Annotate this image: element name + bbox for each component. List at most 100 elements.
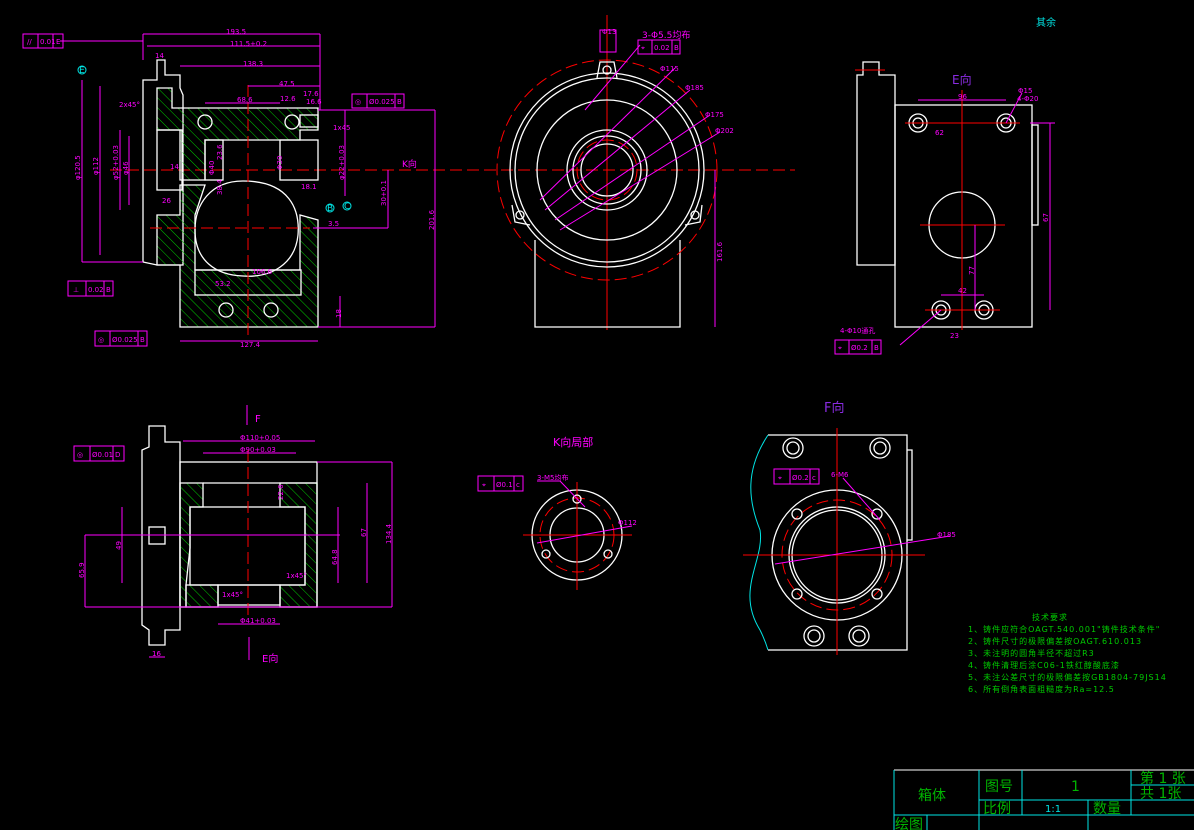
dim-label: 23.6 — [216, 144, 224, 160]
break-line — [749, 434, 769, 651]
dimension-labels: 193.5 111.5+0.2 138.3 47.5 68.6 12.6 17.… — [74, 28, 436, 349]
svg-text:⌖: ⌖ — [482, 481, 486, 489]
svg-text:◎: ◎ — [77, 451, 83, 459]
view-title: E向 — [952, 72, 972, 87]
hole — [197, 114, 213, 130]
dim-label: 62 — [935, 129, 944, 137]
holes-note: 3-Φ5.5均布 — [642, 29, 690, 41]
dim-label: 65.9 — [78, 562, 86, 578]
dim-label: φ22+0.03 — [338, 145, 346, 180]
svg-text:Ø0.2: Ø0.2 — [851, 344, 868, 352]
drawing-no: 1 — [1071, 779, 1080, 795]
dim-label: Φ175 — [705, 111, 724, 119]
dim-label: 193.5 — [226, 28, 246, 36]
scale-value: 1:1 — [1045, 804, 1061, 815]
dim-label: Φ40 — [208, 161, 216, 175]
hole — [263, 302, 279, 318]
lug — [596, 61, 618, 79]
dim-label: 3.5 — [328, 220, 339, 228]
scale-label: 比例 — [983, 801, 1011, 817]
dim-label: 38.4 — [216, 179, 224, 195]
dim-label: φ46 — [122, 161, 130, 175]
dim-label: 111.5+0.2 — [230, 40, 267, 48]
dim-label: 1x45° — [286, 572, 307, 580]
dim-label: Φ110+0.05 — [240, 434, 280, 442]
dim-label: 1x45 — [333, 124, 351, 132]
tech-item: 3、未注明的圆角半径不超过R3 — [968, 648, 1095, 658]
dim-label: 64.8 — [331, 549, 339, 565]
dim-label: 161.6 — [716, 241, 724, 262]
dim-label: Φ15 — [1018, 87, 1032, 95]
dim-label: 4-Φ20 — [1017, 95, 1038, 103]
left-flange — [142, 59, 184, 266]
view-title: K向局部 — [553, 435, 593, 449]
k-view-arrow-label: K向 — [402, 158, 417, 170]
dimension-lines — [60, 33, 436, 342]
base — [534, 240, 681, 328]
tech-item: 5、未注公差尺寸的极限偏差按GB1804-79JS14 — [968, 672, 1167, 682]
svg-text:E: E — [56, 38, 60, 46]
groove — [299, 114, 319, 128]
svg-text:Ø0.01: Ø0.01 — [92, 451, 113, 459]
datum-b: B — [327, 204, 333, 214]
holes-note: 4-Φ10通孔 — [840, 326, 875, 335]
holes-note: 6-M6 — [831, 471, 849, 479]
e-view: 其余 E向 96 Φ15 4-Φ20 62 67 77 42 23 4-Φ10通… — [834, 16, 1056, 355]
part-name: 箱体 — [918, 788, 946, 804]
datum-c: C — [344, 202, 350, 212]
dim-label: 18 — [335, 309, 343, 318]
dim-label: Φ90+0.03 — [240, 446, 276, 454]
svg-text:D: D — [115, 451, 120, 459]
dim-label: 14 — [170, 163, 179, 171]
tech-item: 4、铸件清理后涂C06-1铁红醇酸底漆 — [968, 660, 1120, 670]
quantity-label: 数量 — [1093, 801, 1121, 817]
dim-label: Φ185 — [685, 84, 704, 92]
svg-text:0.02: 0.02 — [654, 44, 670, 52]
total-sheets: 共 1张 — [1140, 786, 1181, 802]
svg-text://: // — [27, 38, 32, 46]
dim-label: 12.6 — [280, 95, 296, 103]
svg-text:⊥: ⊥ — [73, 286, 79, 294]
svg-text:B: B — [140, 336, 145, 344]
dim-label: 22.6 — [277, 484, 285, 500]
svg-text:Ø0.1: Ø0.1 — [496, 481, 513, 489]
title-block: 箱体 图号 1 第 1 张 共 1张 比例 1:1 数量 绘图 — [893, 769, 1194, 830]
dim-label: φ52+0.03 — [112, 145, 120, 180]
dim-label: 1x45° — [222, 591, 243, 599]
svg-text:⌖: ⌖ — [641, 44, 645, 52]
svg-text:0.02: 0.02 — [88, 286, 104, 294]
hole — [218, 302, 234, 318]
svg-text:⌖: ⌖ — [838, 344, 842, 352]
dim-label: Φ115 — [660, 65, 679, 73]
dim-label: Φ30 — [276, 156, 284, 170]
roughness-note: 其余 — [1036, 16, 1056, 29]
dim-label: 16 — [152, 650, 161, 658]
drawing-no-label: 图号 — [985, 779, 1013, 795]
sheet-number: 第 1 张 — [1140, 770, 1186, 787]
dim-label: 68.6 — [237, 96, 253, 104]
technical-requirements: 技术要求 1、铸件应符合OAGT.540.001"铸件技术条件" 2、铸件尺寸的… — [968, 612, 1167, 694]
f-arrow-label: F — [255, 414, 261, 425]
svg-text:◎: ◎ — [355, 98, 361, 106]
main-bore-circle — [194, 180, 299, 277]
dim-label: Φ112 — [618, 519, 637, 527]
bore-left — [156, 129, 183, 191]
tech-item: 1、铸件应符合OAGT.540.001"铸件技术条件" — [968, 624, 1160, 634]
tech-item: 2、铸件尺寸的极限偏差按OAGT.610.013 — [968, 636, 1142, 646]
dim-label: 2x45° — [119, 101, 140, 109]
svg-text:◎: ◎ — [98, 336, 104, 344]
dim-label: 106.6 — [252, 268, 273, 276]
dim-label: 42 — [958, 287, 967, 295]
svg-text:⌖: ⌖ — [778, 474, 782, 482]
